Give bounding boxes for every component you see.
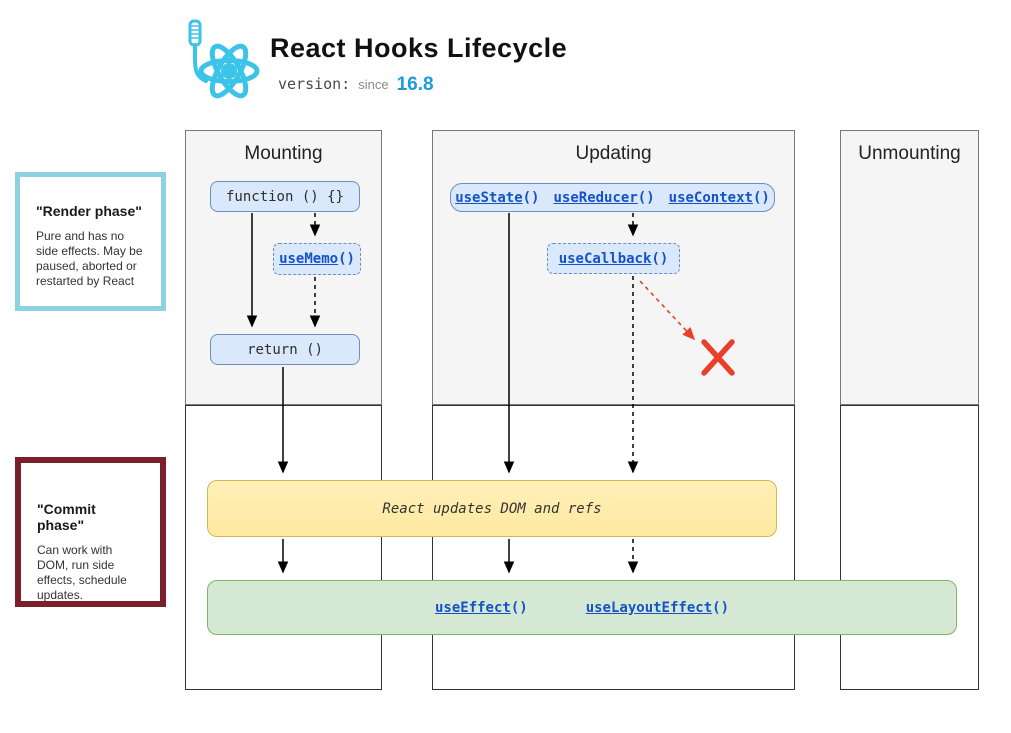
use-effect-link[interactable]: useEffect() (434, 599, 528, 616)
use-layout-effect-link[interactable]: useLayoutEffect() (585, 599, 729, 616)
updating-column-commit-lane (432, 405, 795, 690)
react-logo-icon (188, 19, 260, 99)
version-value-link[interactable]: 16.8 (396, 74, 434, 95)
render-phase-body: Pure and has no side effects. May be pau… (36, 229, 143, 288)
use-state-link[interactable]: useState() (455, 189, 540, 206)
commit-phase-body: Can work with DOM, run side effects, sch… (37, 543, 127, 602)
since-label: since (358, 77, 389, 92)
commit-phase-note: "Commit phase" Can work with DOM, run si… (15, 457, 166, 607)
render-phase-title: "Render phase" (36, 203, 142, 219)
mounting-column-commit-lane (185, 405, 382, 690)
use-memo-link[interactable]: useMemo() (279, 251, 355, 267)
version-line: version: since 16.8 (278, 74, 434, 96)
function-node: function () {} (210, 181, 360, 212)
dom-update-band: React updates DOM and refs (207, 480, 777, 537)
state-hooks-node: useState() useReducer() useContext() (450, 183, 775, 212)
render-phase-note: "Render phase" Pure and has no side effe… (15, 172, 166, 311)
unmounting-column-render-lane: Unmounting (840, 130, 979, 405)
page-title: React Hooks Lifecycle (270, 33, 568, 63)
commit-phase-title: "Commit phase" (37, 501, 96, 533)
use-callback-link[interactable]: useCallback() (558, 250, 669, 267)
return-node: return () (210, 334, 360, 365)
use-reducer-link[interactable]: useReducer() (553, 189, 655, 206)
use-context-link[interactable]: useContext() (668, 189, 770, 206)
effects-band: useEffect() useLayoutEffect() (207, 580, 957, 635)
mounting-column-label: Mounting (244, 143, 323, 164)
updating-column-label: Updating (575, 143, 652, 164)
use-callback-node: useCallback() (547, 243, 680, 274)
version-label: version: (278, 75, 351, 93)
unmounting-column-commit-lane (840, 405, 979, 690)
unmounting-column-label: Unmounting (858, 143, 961, 164)
use-memo-node: useMemo() (273, 243, 361, 275)
